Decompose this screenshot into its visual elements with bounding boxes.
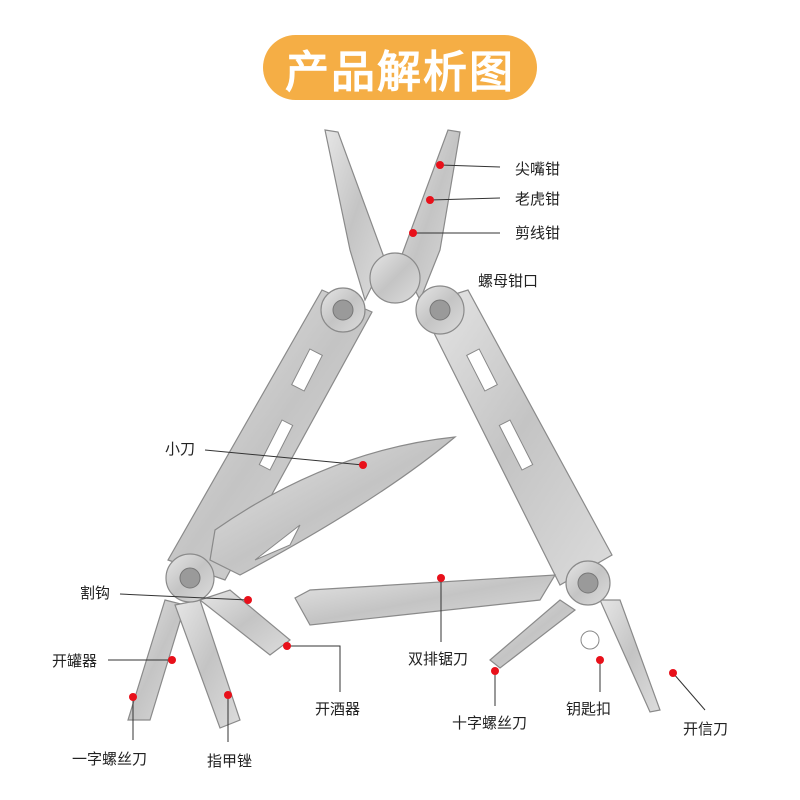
label-knife: 小刀 <box>165 440 195 458</box>
saw-blade <box>294 574 557 626</box>
multitool-illustration <box>127 129 661 729</box>
label-key-ring: 钥匙扣 <box>566 700 611 718</box>
bottle-opener-tool <box>198 589 291 656</box>
label-bottle-opener: 开酒器 <box>315 700 360 718</box>
label-phillips-screwdriver: 十字螺丝刀 <box>452 714 527 732</box>
label-saw: 双排锯刀 <box>408 650 468 668</box>
label-wire-cutter: 剪线钳 <box>515 224 560 242</box>
callouts: 尖嘴钳 老虎钳 剪线钳 螺母钳口 小刀 割钩 开罐器 一字螺丝刀 指甲锉 开酒器… <box>52 160 728 770</box>
label-nut-jaw: 螺母钳口 <box>478 272 538 290</box>
jaw-pivot <box>369 252 421 304</box>
label-needle-nose: 尖嘴钳 <box>515 160 560 178</box>
label-nail-file: 指甲锉 <box>207 752 252 770</box>
label-letter-opener: 开信刀 <box>683 720 728 738</box>
label-flat-screwdriver: 一字螺丝刀 <box>72 750 147 768</box>
label-pliers: 老虎钳 <box>515 190 560 208</box>
key-ring-loop <box>580 630 600 650</box>
label-hook-cutter: 割钩 <box>80 584 110 602</box>
phillips-tool <box>489 599 577 669</box>
letter-opener-tool <box>599 599 661 713</box>
knife-blade <box>209 436 457 576</box>
title-badge: 产品解析图 <box>263 35 537 100</box>
label-can-opener: 开罐器 <box>52 652 97 670</box>
